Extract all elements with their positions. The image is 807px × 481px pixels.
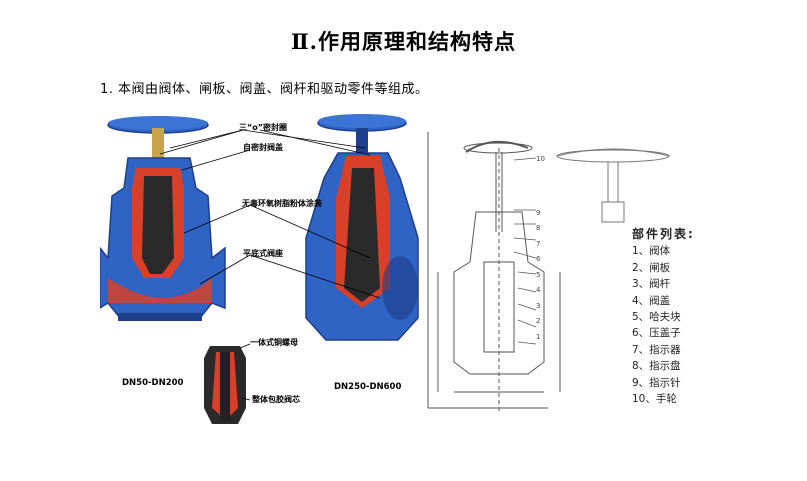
drawing-number: 5 bbox=[536, 270, 541, 279]
rubber-core-detail bbox=[204, 346, 246, 424]
callout-nut: 一体式铜螺母 bbox=[250, 338, 298, 347]
technical-drawing: 10 9 8 7 6 5 4 3 2 1 bbox=[418, 112, 698, 432]
callout-self-seal: 自密封阀盖 bbox=[243, 143, 283, 152]
parts-list-item: 3、阀杆 bbox=[632, 278, 671, 291]
drawing-number-labels: 10 9 8 7 6 5 4 3 2 1 bbox=[536, 152, 545, 345]
callout-coating: 无毒环氧树脂粉体涂装 bbox=[242, 199, 322, 208]
drawing-number: 6 bbox=[536, 255, 541, 263]
callout-o-ring: 三“o”密封圈 bbox=[239, 123, 288, 132]
parts-list-item: 6、压盖子 bbox=[632, 327, 681, 340]
drawing-number: 1 bbox=[536, 332, 541, 341]
large-valve bbox=[305, 114, 419, 341]
parts-list-item: 8、指示盘 bbox=[632, 360, 681, 373]
drawing-number: 3 bbox=[536, 301, 541, 310]
parts-list-item: 4、阀盖 bbox=[632, 294, 671, 307]
callout-leaders bbox=[159, 129, 381, 401]
callout-rubber-core: 整体包胶阀芯 bbox=[252, 395, 300, 404]
size-label-large: DN250-DN600 bbox=[334, 382, 402, 392]
drawing-number: 9 bbox=[536, 208, 541, 217]
parts-list-item: 7、指示器 bbox=[632, 343, 681, 356]
parts-list-item: 9、指示针 bbox=[632, 376, 681, 389]
valve-cutaway-illustration bbox=[99, 114, 419, 424]
drawing-number: 2 bbox=[536, 317, 541, 325]
drawing-number: 8 bbox=[536, 224, 541, 232]
parts-list-title: 部件列表: bbox=[632, 227, 695, 241]
parts-list: 部件列表: 1、阀体 2、闸板 3、阀杆 4、阀盖 5、哈夫块 6、压盖子 7、… bbox=[632, 226, 695, 407]
parts-list-item: 10、手轮 bbox=[632, 393, 677, 406]
drawing-number: 10 bbox=[536, 155, 545, 163]
small-valve bbox=[99, 116, 226, 321]
parts-list-item: 2、闸板 bbox=[632, 261, 671, 274]
valve-section-drawing bbox=[427, 132, 670, 412]
drawing-number: 4 bbox=[536, 286, 541, 294]
callout-flat-seat: 平底式阀座 bbox=[243, 249, 283, 258]
drawing-number: 7 bbox=[536, 239, 541, 248]
size-label-small: DN50-DN200 bbox=[122, 378, 184, 388]
parts-list-item: 1、阀体 bbox=[632, 245, 671, 258]
intro-text: 1. 本阀由阀体、闸板、阀盖、阀杆和驱动零件等组成。 bbox=[100, 82, 429, 97]
valve-cutaway-figure: 三“o”密封圈 自密封阀盖 无毒环氧树脂粉体涂装 平底式阀座 一体式铜螺母 整体… bbox=[99, 108, 520, 438]
parts-list-item: 5、哈夫块 bbox=[632, 311, 681, 324]
page-title: Ⅱ.作用原理和结构特点 bbox=[290, 29, 516, 54]
